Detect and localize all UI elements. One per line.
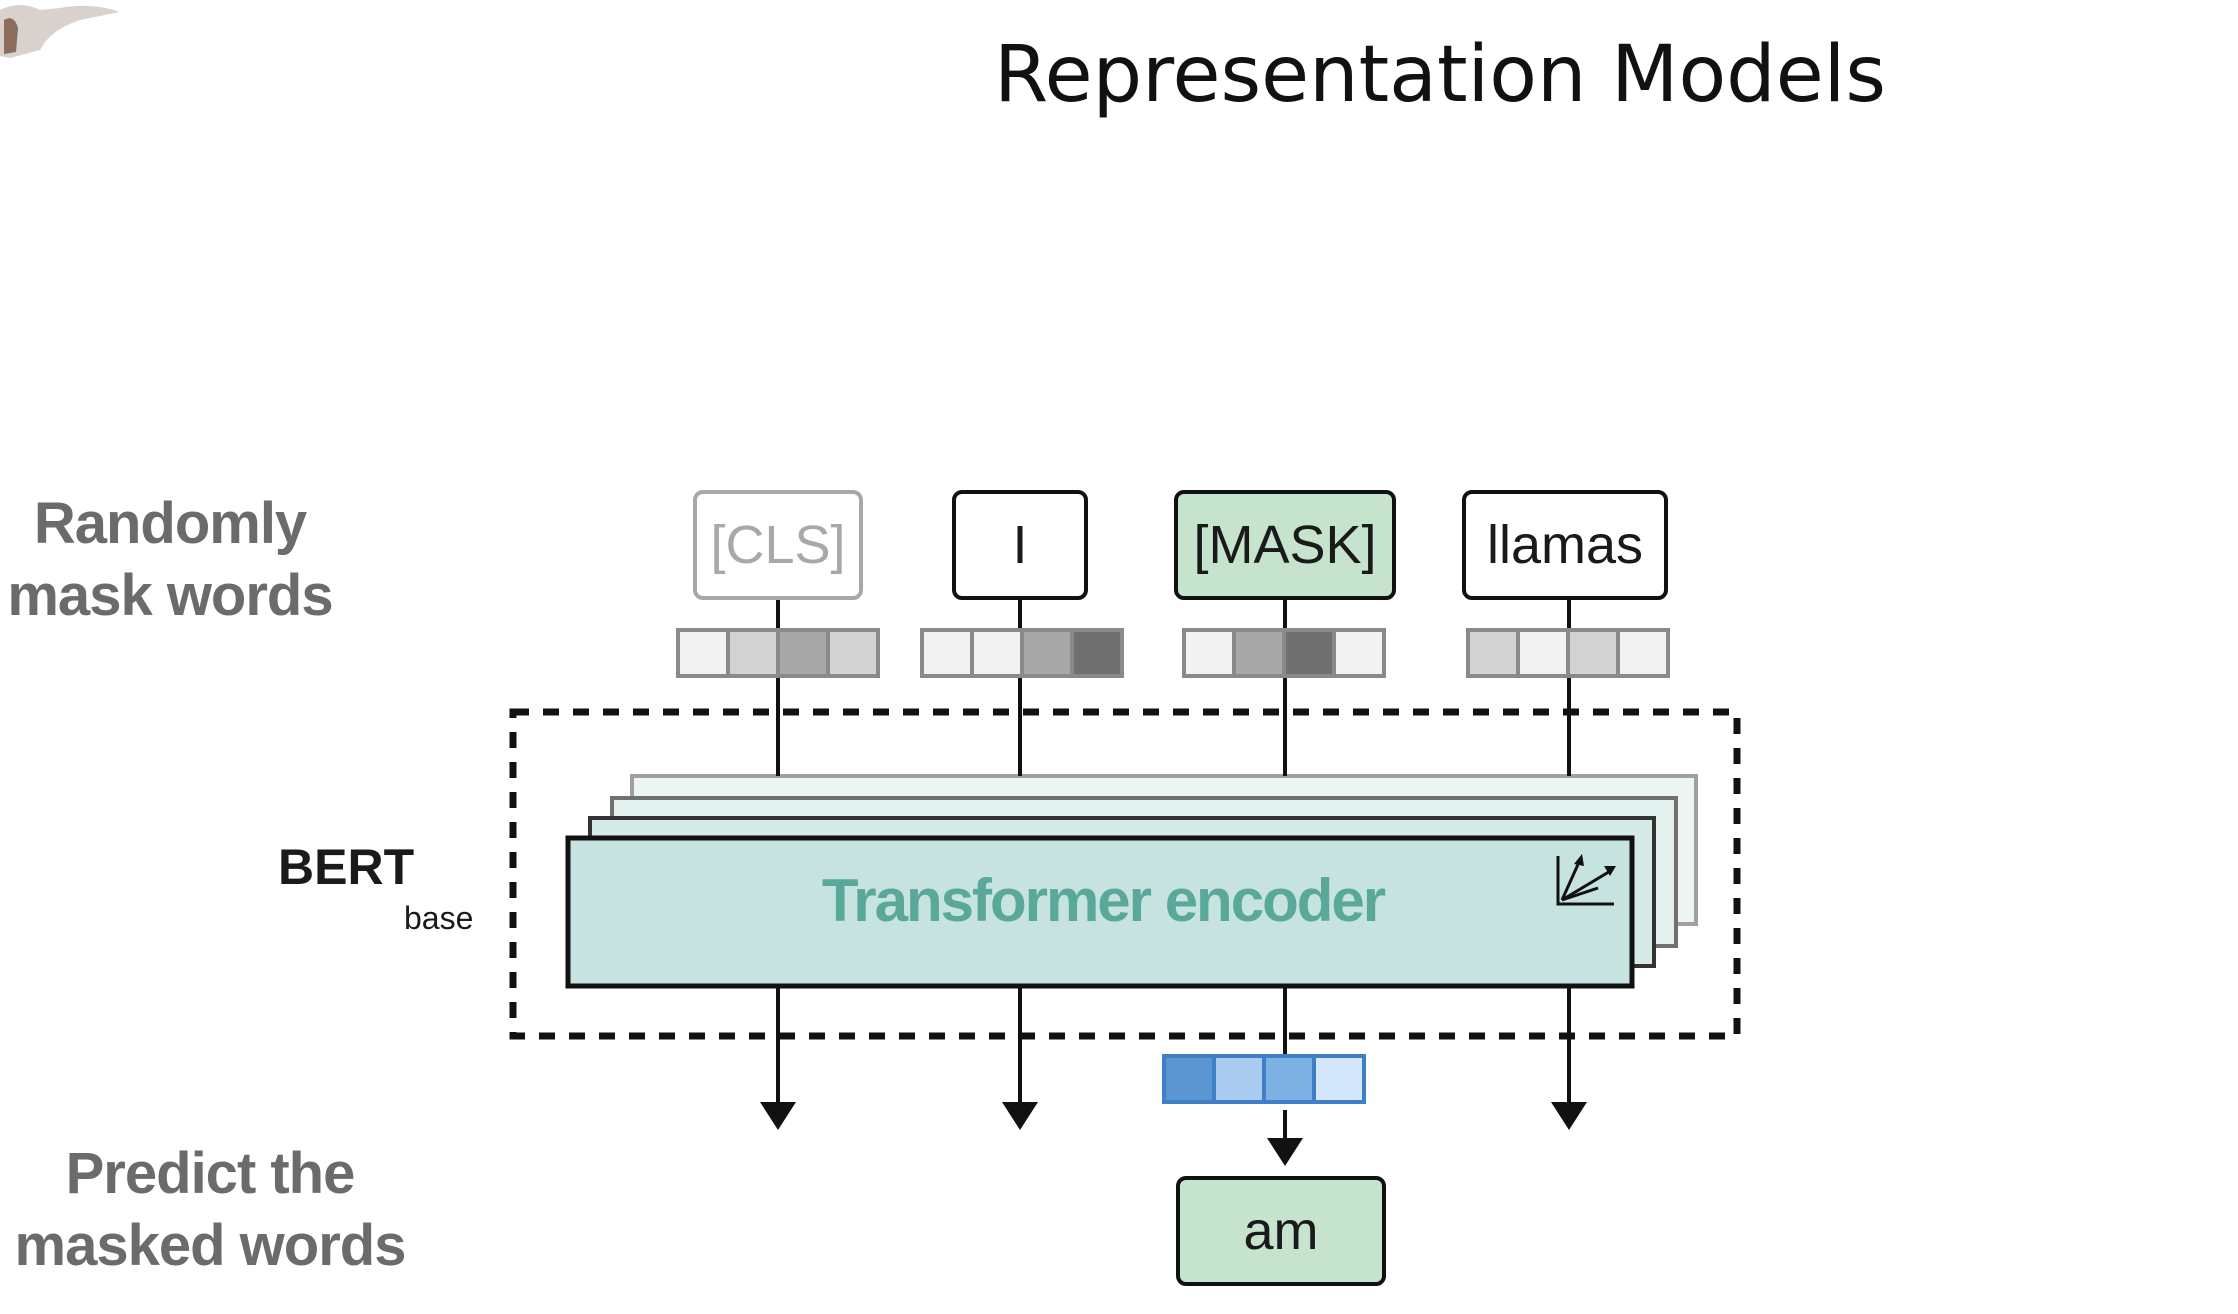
vector-mask-cell xyxy=(1332,628,1386,678)
token-mask: [MASK] xyxy=(1174,490,1396,600)
vector-i-cell xyxy=(1020,628,1074,678)
vector-llamas-cell xyxy=(1616,628,1670,678)
vector-cls-cell xyxy=(776,628,830,678)
input-connectors xyxy=(776,600,1571,776)
vector-i-cell xyxy=(1070,628,1124,678)
vector-cls-cell xyxy=(826,628,880,678)
encoder-layer-front xyxy=(565,835,1635,989)
vector-i-cell xyxy=(970,628,1024,678)
vector-mask-cell xyxy=(1232,628,1286,678)
logo-figure-icon xyxy=(0,5,120,58)
output-vector-cell xyxy=(1262,1054,1316,1104)
output-connectors xyxy=(776,986,1571,1140)
arrowhead-llamas xyxy=(1551,1102,1587,1130)
vector-llamas-cell xyxy=(1566,628,1620,678)
embedding-vectors xyxy=(676,628,1670,1104)
vector-arrows-icon xyxy=(1556,854,1616,906)
mask-words-line-1: Randomly xyxy=(33,491,307,556)
mask-words-label: Randomly mask words xyxy=(0,488,340,632)
vector-mask-cell xyxy=(1182,628,1236,678)
predict-words-line-1: Predict the xyxy=(65,1141,356,1206)
encoder-label: Transformer encoder xyxy=(821,867,1386,934)
model-size: base xyxy=(404,900,474,936)
arrowhead-cls xyxy=(760,1102,796,1130)
output-vector-cell xyxy=(1162,1054,1216,1104)
vector-llamas-cell xyxy=(1466,628,1520,678)
output-token: am xyxy=(1176,1176,1386,1286)
vector-cls-cell xyxy=(676,628,730,678)
predict-words-line-2: masked words xyxy=(14,1213,407,1278)
vector-llamas-cell xyxy=(1516,628,1570,678)
output-vector-cell xyxy=(1212,1054,1266,1104)
bert-boundary xyxy=(509,708,1741,1040)
token-llamas: llamas xyxy=(1462,490,1668,600)
slide-title: Representation Models xyxy=(993,30,1886,120)
output-vector-cell xyxy=(1312,1054,1366,1104)
arrowhead-i xyxy=(1002,1102,1038,1130)
token-i: I xyxy=(952,490,1088,600)
vector-i-cell xyxy=(920,628,974,678)
arrowhead-mask xyxy=(1267,1138,1303,1166)
model-name: BERT xyxy=(278,839,415,895)
mask-words-line-2: mask words xyxy=(7,563,333,628)
vector-mask-cell xyxy=(1282,628,1336,678)
vector-cls-cell xyxy=(726,628,780,678)
token-cls: [CLS] xyxy=(693,490,863,600)
predict-words-label: Predict the masked words xyxy=(0,1138,420,1282)
output-arrowheads xyxy=(760,1102,1587,1166)
